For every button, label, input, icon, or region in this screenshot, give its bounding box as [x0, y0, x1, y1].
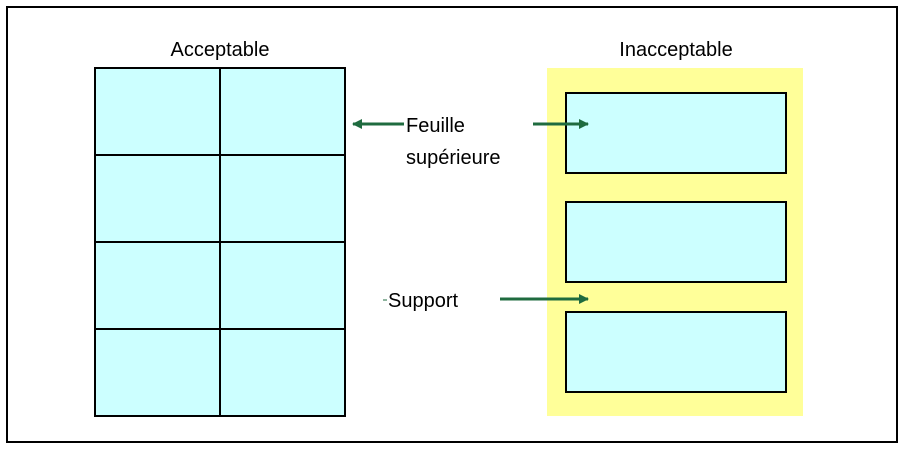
inacceptable-label-bottom	[565, 311, 787, 393]
acceptable-title: Acceptable	[171, 39, 270, 61]
inacceptable-label-middle	[565, 201, 787, 283]
inacceptable-title: Inacceptable	[619, 39, 732, 61]
support-label: Support	[388, 290, 458, 312]
acceptable-sheet	[94, 67, 346, 417]
feuille-label-line1: Feuille	[406, 115, 465, 137]
inacceptable-label-top	[565, 92, 787, 174]
feuille-label-line2: supérieure	[406, 147, 501, 169]
inacceptable-sheet	[547, 68, 803, 416]
